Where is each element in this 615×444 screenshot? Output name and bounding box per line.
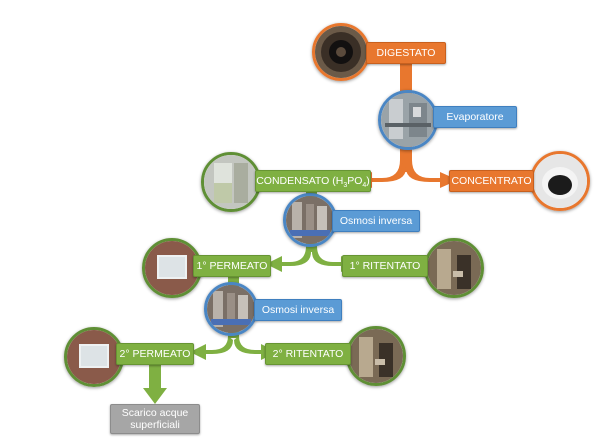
- green-arrow-3: [143, 364, 167, 404]
- digestato-label: DIGESTATO: [376, 47, 436, 59]
- retentate-photo: [346, 326, 406, 386]
- condensate-photo: [201, 152, 261, 212]
- reverse-osmosis-photo: [204, 282, 258, 336]
- evaporatore-box: Evaporatore: [433, 106, 517, 128]
- condensato-label: CONDENSATO (H3PO4): [256, 175, 370, 190]
- scarico-label-line2: superficiali: [130, 419, 180, 431]
- ritentato-2-label: 2° RITENTATO: [272, 348, 344, 360]
- retentate-photo: [424, 238, 484, 298]
- permeato-1-box: 1° PERMEATO: [193, 255, 271, 277]
- permeate-photo: [64, 327, 124, 387]
- evaporator-photo: [378, 90, 438, 150]
- digestate-tank-photo: [312, 23, 370, 81]
- osmosi-inversa-label-1: Osmosi inversa: [339, 215, 413, 227]
- concentrate-photo: [530, 151, 590, 211]
- permeato-2-box: 2° PERMEATO: [116, 343, 194, 365]
- ritentato-1-label: 1° RITENTATO: [349, 260, 421, 272]
- ritentato-2-box: 2° RITENTATO: [265, 343, 351, 365]
- scarico-label-line1: Scarico acque: [121, 407, 189, 419]
- ritentato-1-box: 1° RITENTATO: [342, 255, 428, 277]
- osmosi-inversa-box-2: Osmosi inversa: [254, 299, 342, 321]
- permeato-2-label: 2° PERMEATO: [119, 348, 191, 360]
- evaporatore-label: Evaporatore: [446, 111, 504, 123]
- concentrato-box: CONCENTRATO: [449, 170, 534, 192]
- scarico-box: Scarico acque superficiali: [110, 404, 200, 434]
- digestato-box: DIGESTATO: [366, 42, 446, 64]
- condensato-box: CONDENSATO (H3PO4): [255, 170, 371, 192]
- concentrato-label: CONCENTRATO: [451, 175, 532, 187]
- reverse-osmosis-photo: [283, 193, 337, 247]
- osmosi-inversa-box-1: Osmosi inversa: [332, 210, 420, 232]
- permeato-1-label: 1° PERMEATO: [196, 260, 268, 272]
- osmosi-inversa-label-2: Osmosi inversa: [261, 304, 335, 316]
